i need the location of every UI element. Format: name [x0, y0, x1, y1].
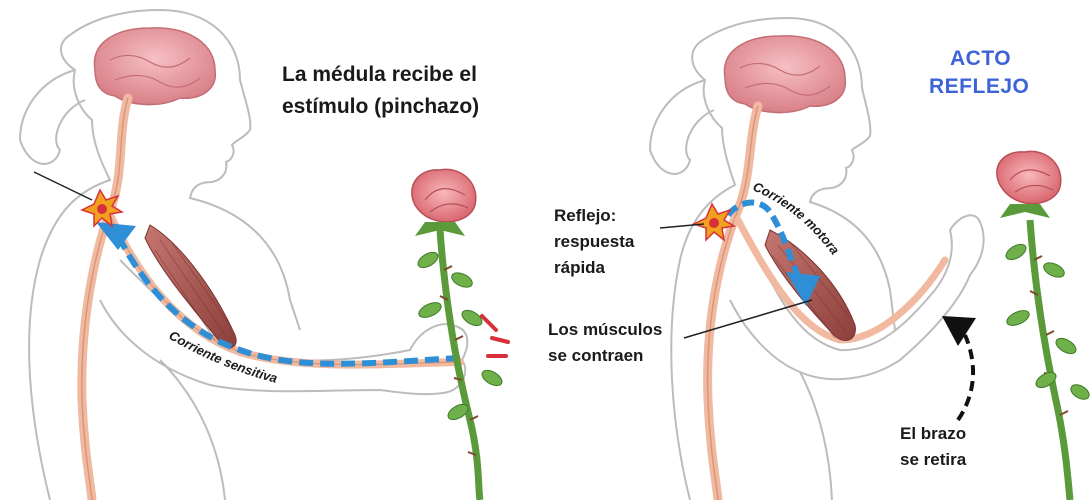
right-motor-arrowhead — [786, 272, 820, 306]
right-ponytail — [648, 79, 715, 175]
right-spinal-cord — [703, 101, 763, 500]
left-pointer-line — [33, 171, 93, 201]
right-panel: Corriente motora — [648, 16, 1090, 500]
muscles-label-line2: se contraen — [548, 346, 644, 365]
right-title-line1: ACTO — [950, 47, 1012, 70]
left-sensory-current-path — [115, 233, 461, 367]
right-rose-leaves — [1005, 243, 1090, 400]
right-arm-nerve — [734, 216, 949, 344]
left-biceps-muscle — [144, 224, 237, 349]
right-rose-flower — [996, 150, 1062, 218]
reflex-label-line1: Reflejo: — [554, 206, 617, 225]
left-torso-back — [159, 359, 226, 500]
right-muscles-pointer-line — [683, 299, 813, 339]
right-title-line2: REFLEJO — [929, 75, 1030, 98]
right-withdraw-arrowhead — [942, 316, 976, 346]
right-reflex-pointer-line — [659, 223, 705, 229]
left-caption-line2: estímulo (pinchazo) — [282, 95, 480, 118]
right-rose-stem — [1026, 219, 1074, 500]
left-arm-outline — [99, 259, 469, 396]
reflex-label-line3: rápida — [554, 258, 606, 277]
right-motor-current-label: Corriente motora — [751, 179, 843, 257]
right-arm-outline — [729, 214, 985, 381]
left-caption-line1: La médula recibe el — [282, 63, 477, 86]
left-rose-leaves — [417, 251, 503, 421]
left-ponytail — [18, 69, 86, 165]
right-body-outline — [670, 16, 896, 500]
muscles-label-line1: Los músculos — [548, 320, 663, 339]
right-brain — [723, 35, 846, 114]
arm-label-line2: se retira — [900, 450, 967, 469]
arm-label-line1: El brazo — [900, 424, 967, 443]
left-rose-flower — [411, 168, 477, 236]
left-brain — [93, 27, 216, 106]
reflex-label-line2: respuesta — [554, 232, 635, 251]
right-torso-back — [799, 371, 833, 500]
left-sensory-arrowhead — [96, 222, 136, 250]
left-prick-pain-icon — [480, 314, 510, 358]
left-rose-thorns — [439, 265, 479, 456]
right-withdraw-arrow-path — [956, 334, 976, 422]
left-body-outline — [28, 8, 301, 500]
